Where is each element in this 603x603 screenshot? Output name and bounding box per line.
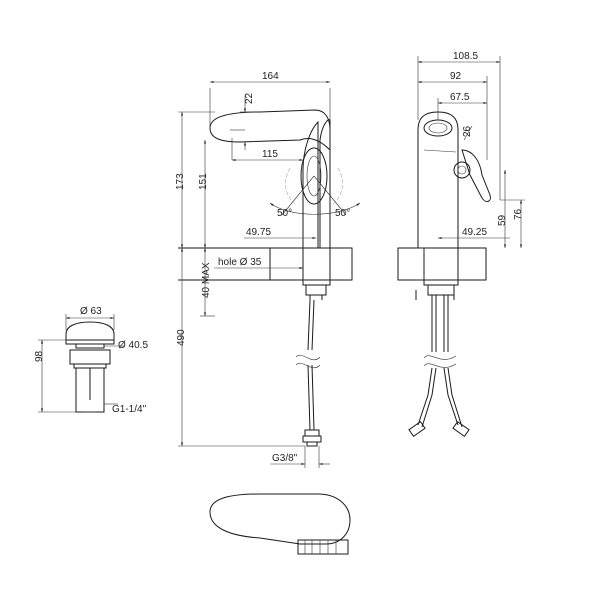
countertop-section-right bbox=[329, 247, 353, 281]
dim-49-25: 49.25 bbox=[462, 227, 487, 238]
dim-164: 164 bbox=[262, 71, 279, 82]
faucet-body-front bbox=[302, 120, 319, 249]
countertop-side-right bbox=[457, 247, 487, 281]
spout-front bbox=[209, 109, 331, 152]
aerator-side bbox=[423, 119, 453, 137]
dim-490: 490 bbox=[176, 329, 187, 346]
dim-22: 22 bbox=[244, 92, 255, 104]
thread-g38: G3/8" bbox=[272, 453, 298, 464]
countertop-side-left bbox=[397, 247, 425, 281]
side-view bbox=[397, 111, 491, 437]
faucet-body-side bbox=[417, 111, 459, 248]
dim-40max: 40 MAX bbox=[201, 262, 212, 298]
dim-76: 76 bbox=[513, 208, 524, 220]
front-view bbox=[178, 109, 361, 447]
dim-49-75: 49.75 bbox=[246, 227, 271, 238]
dim-phi-40-5: Ø 40.5 bbox=[118, 340, 148, 351]
top-view bbox=[209, 493, 351, 555]
dim-59: 59 bbox=[497, 214, 508, 226]
pop-up-drain: Ø 63 Ø 40.5 98 G1-1/4" bbox=[34, 306, 148, 415]
dim-92: 92 bbox=[450, 71, 462, 82]
dim-151: 151 bbox=[198, 173, 209, 190]
angle-right: 50° bbox=[335, 208, 350, 219]
front-view-dimensions: 164 22 115 173 151 50° 50° 49.75 hole Ø … bbox=[175, 71, 350, 468]
supply-hoses-side bbox=[417, 295, 463, 428]
dim-26: 26 bbox=[462, 125, 473, 137]
dim-115: 115 bbox=[262, 149, 278, 160]
angle-left: 50° bbox=[277, 208, 292, 219]
side-view-dimensions: 108.5 92 67.5 26 49.25 59 76 bbox=[417, 51, 525, 248]
countertop-section-left bbox=[269, 247, 304, 281]
supply-hose-front bbox=[307, 299, 315, 431]
thread-g1-1-4: G1-1/4" bbox=[112, 404, 147, 415]
dim-108-5: 108.5 bbox=[453, 51, 478, 62]
dim-98: 98 bbox=[34, 350, 45, 362]
lever-side bbox=[461, 149, 491, 203]
dim-173: 173 bbox=[175, 173, 186, 190]
hole-label: hole Ø 35 bbox=[218, 257, 262, 268]
dim-67-5: 67.5 bbox=[450, 92, 470, 103]
dim-phi-63: Ø 63 bbox=[80, 306, 102, 317]
